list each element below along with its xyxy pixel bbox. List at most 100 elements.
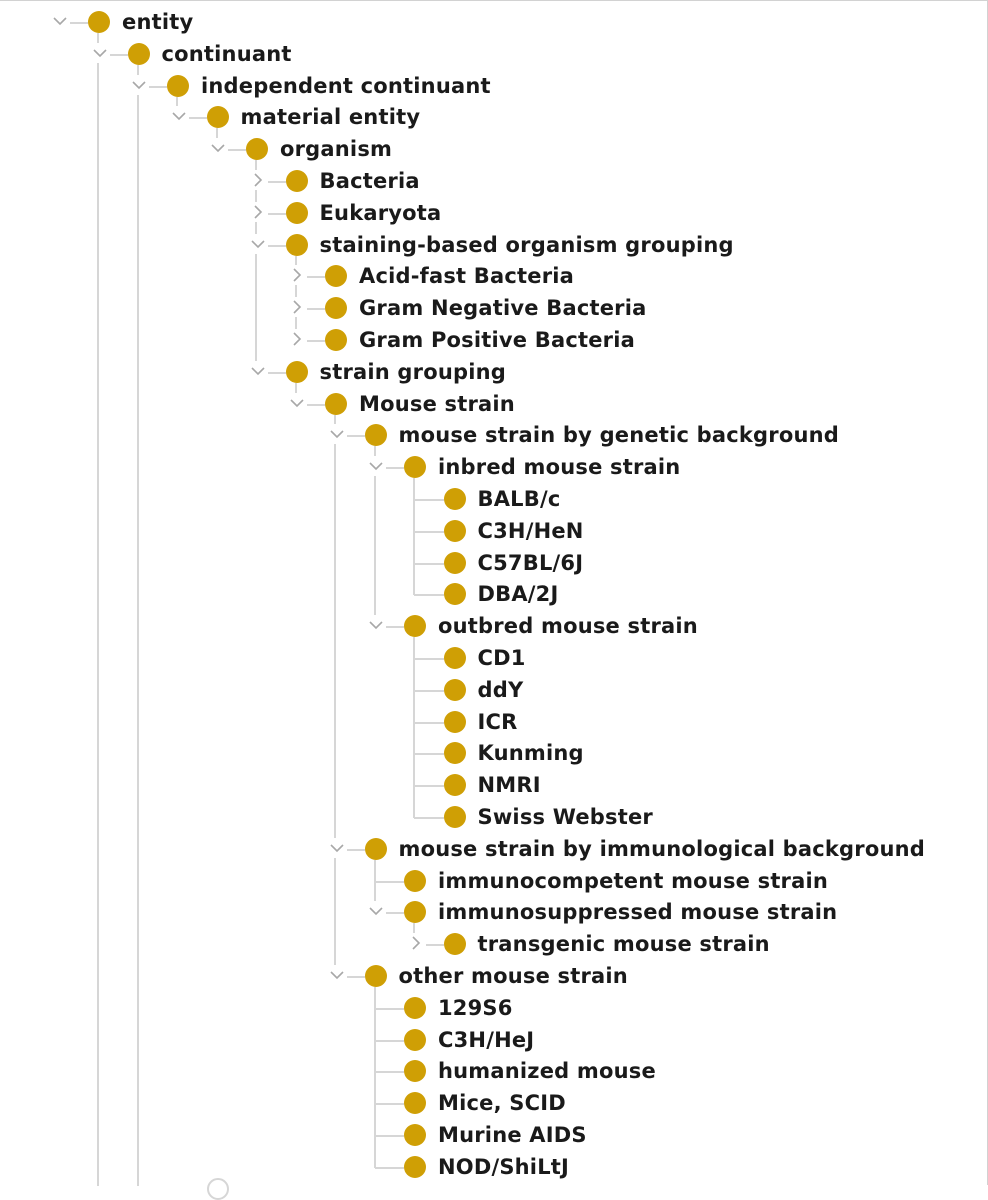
tree-node[interactable]: Acid-fast Bacteria bbox=[0, 261, 988, 293]
chevron-right-icon[interactable] bbox=[287, 297, 307, 318]
tree-node-label[interactable]: Mice, SCID bbox=[438, 1091, 566, 1116]
chevron-down-icon[interactable] bbox=[366, 615, 386, 636]
tree-node[interactable]: continuant bbox=[0, 39, 988, 71]
tree-node[interactable]: Murine AIDS bbox=[0, 1120, 988, 1152]
tree-node-label[interactable]: ICR bbox=[477, 709, 518, 734]
tree-node[interactable]: Kunming bbox=[0, 738, 988, 770]
tree-node[interactable]: NMRI bbox=[0, 770, 988, 802]
tree-node-label[interactable]: mouse strain by genetic background bbox=[398, 423, 839, 448]
tree-node-label[interactable]: inbred mouse strain bbox=[438, 455, 681, 480]
tree-node-label[interactable]: C3H/HeJ bbox=[438, 1027, 535, 1052]
tree-node-label[interactable]: ddY bbox=[477, 677, 524, 702]
tree-node-label[interactable]: mouse strain by immunological background bbox=[398, 836, 926, 861]
chevron-down-icon[interactable] bbox=[129, 74, 149, 95]
tree-node-label[interactable]: DBA/2J bbox=[477, 582, 559, 607]
chevron-right-icon[interactable] bbox=[287, 265, 307, 286]
chevron-down-icon[interactable] bbox=[208, 138, 228, 159]
tree-node-label[interactable]: BALB/c bbox=[477, 487, 561, 511]
tree-connector-vertical bbox=[373, 446, 376, 628]
tree-node[interactable]: strain grouping bbox=[0, 357, 988, 389]
tree-node-label[interactable]: Gram Positive Bacteria bbox=[359, 328, 635, 352]
tree-node[interactable]: inbred mouse strain bbox=[0, 452, 988, 484]
chevron-down-icon[interactable] bbox=[326, 837, 347, 858]
tree-node[interactable]: entity bbox=[0, 7, 988, 39]
tree-node-label[interactable]: humanized mouse bbox=[438, 1059, 656, 1084]
tree-node[interactable]: other mouse strain bbox=[0, 961, 988, 993]
tree-node-label[interactable]: independent continuant bbox=[201, 73, 491, 98]
chevron-down-icon[interactable] bbox=[247, 360, 268, 381]
tree-node[interactable]: immunocompetent mouse strain bbox=[0, 866, 988, 898]
tree-node[interactable]: transgenic mouse strain bbox=[0, 929, 988, 961]
tree-node[interactable]: mouse strain by genetic background bbox=[0, 420, 988, 452]
tree-node-label[interactable]: 129S6 bbox=[438, 995, 513, 1020]
tree-node-label[interactable]: Kunming bbox=[477, 741, 584, 766]
tree-node[interactable]: Gram Negative Bacteria bbox=[0, 293, 988, 325]
tree-node-label[interactable]: organism bbox=[280, 137, 393, 162]
tree-node[interactable]: C3H/HeJ bbox=[0, 1025, 988, 1057]
chevron-down-icon[interactable] bbox=[50, 11, 70, 31]
class-circle-icon bbox=[404, 1155, 426, 1178]
tree-node[interactable]: Mice, SCID bbox=[0, 1088, 988, 1120]
chevron-right-icon[interactable] bbox=[287, 329, 307, 349]
tree-node-label[interactable]: staining-based organism grouping bbox=[319, 232, 734, 257]
tree-node-label[interactable]: entity bbox=[122, 10, 194, 34]
tree-node[interactable]: Gram Positive Bacteria bbox=[0, 325, 988, 357]
tree-node[interactable]: humanized mouse bbox=[0, 1056, 988, 1088]
tree-node[interactable]: organism bbox=[0, 134, 988, 166]
tree-node[interactable]: C3H/HeN bbox=[0, 516, 988, 548]
tree-node[interactable]: Swiss Webster bbox=[0, 802, 988, 834]
tree-node[interactable]: Eukaryota bbox=[0, 198, 988, 230]
tree-node-label[interactable]: strain grouping bbox=[319, 359, 507, 384]
tree-node-label[interactable]: transgenic mouse strain bbox=[477, 932, 770, 957]
tree-node[interactable]: mouse strain by immunological background bbox=[0, 834, 988, 866]
tree-node[interactable]: immunosuppressed mouse strain bbox=[0, 897, 988, 929]
tree-node-label[interactable]: other mouse strain bbox=[398, 964, 628, 988]
tree-node[interactable]: C57BL/6J bbox=[0, 548, 988, 580]
tree-node-label[interactable]: NMRI bbox=[477, 773, 541, 798]
tree-node-label[interactable]: immunocompetent mouse strain bbox=[438, 868, 829, 893]
tree-connector-horizontal bbox=[137, 85, 167, 88]
tree-node[interactable]: material entity bbox=[0, 102, 988, 134]
chevron-right-icon[interactable] bbox=[247, 201, 268, 222]
tree-node[interactable]: CD1 bbox=[0, 643, 988, 675]
chevron-down-icon[interactable] bbox=[366, 901, 386, 922]
tree-node[interactable]: ICR bbox=[0, 707, 988, 739]
tree-node[interactable]: Bacteria bbox=[0, 166, 988, 198]
chevron-down-icon[interactable] bbox=[366, 456, 386, 477]
chevron-down-icon[interactable] bbox=[326, 965, 347, 985]
tree-node-label[interactable]: Mouse strain bbox=[359, 391, 515, 416]
tree-node[interactable]: 129S6 bbox=[0, 993, 988, 1025]
tree-node-label[interactable]: Bacteria bbox=[319, 169, 420, 193]
tree-node-label[interactable]: Murine AIDS bbox=[438, 1123, 587, 1147]
tree-node-label[interactable]: material entity bbox=[240, 105, 421, 130]
tree-node-label[interactable]: Swiss Webster bbox=[477, 805, 653, 829]
tree-node[interactable]: NOD/ShiLtJ bbox=[0, 1152, 988, 1184]
class-circle-icon bbox=[443, 583, 466, 606]
tree-node-label[interactable]: Eukaryota bbox=[319, 200, 442, 225]
tree-node-label[interactable]: NOD/ShiLtJ bbox=[438, 1154, 570, 1179]
tree-node[interactable]: Mouse strain bbox=[0, 389, 988, 421]
tree-node[interactable]: DBA/2J bbox=[0, 579, 988, 611]
tree-node-label[interactable]: CD1 bbox=[477, 646, 526, 670]
chevron-down-icon[interactable] bbox=[326, 424, 347, 445]
chevron-down-icon[interactable] bbox=[89, 42, 110, 63]
class-circle-icon bbox=[364, 837, 387, 860]
tree-node[interactable]: ddY bbox=[0, 675, 988, 707]
chevron-down-icon[interactable] bbox=[287, 392, 307, 413]
chevron-down-icon[interactable] bbox=[168, 106, 189, 127]
tree-node-label[interactable]: C57BL/6J bbox=[477, 550, 584, 575]
tree-node[interactable]: independent continuant bbox=[0, 71, 988, 103]
tree-node-label[interactable]: Gram Negative Bacteria bbox=[359, 296, 647, 321]
tree-node-label[interactable]: C3H/HeN bbox=[477, 518, 584, 543]
tree-node-label[interactable]: Acid-fast Bacteria bbox=[359, 264, 575, 289]
tree-node[interactable]: staining-based organism grouping bbox=[0, 230, 988, 262]
tree-node-label[interactable]: continuant bbox=[161, 41, 292, 66]
tree-node-label[interactable]: outbred mouse strain bbox=[438, 614, 698, 639]
tree-node[interactable]: outbred mouse strain bbox=[0, 611, 988, 643]
chevron-down-icon[interactable] bbox=[247, 233, 268, 254]
tree-node-label[interactable]: immunosuppressed mouse strain bbox=[438, 900, 838, 925]
tree-node[interactable]: BALB/c bbox=[0, 484, 988, 516]
chevron-right-icon[interactable] bbox=[247, 170, 268, 190]
chevron-right-icon[interactable] bbox=[405, 933, 426, 954]
